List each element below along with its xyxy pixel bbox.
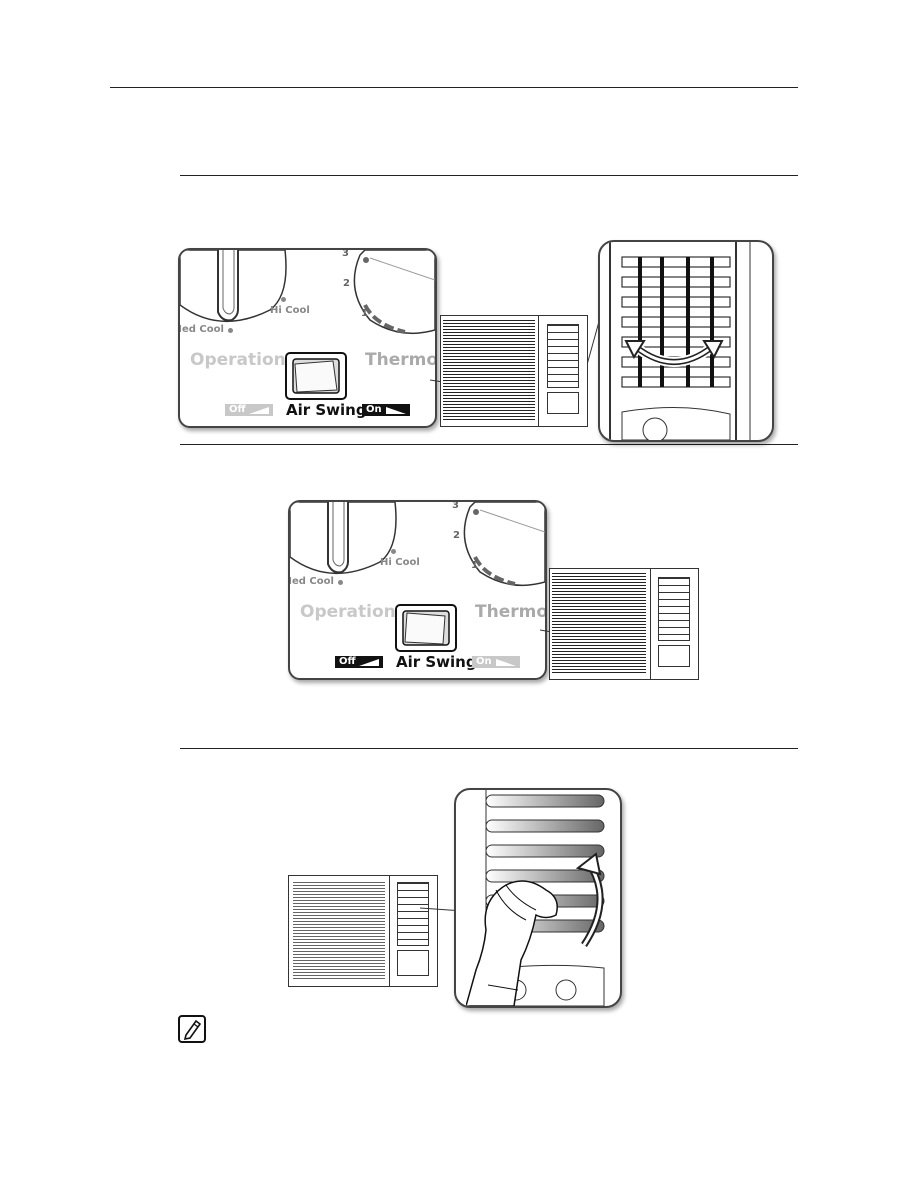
louver-column: [397, 882, 429, 946]
off-badge: Off: [335, 656, 383, 668]
section-2-rule: [180, 444, 798, 445]
dial-mark-2: 2: [453, 530, 460, 541]
dial-mark-2: 2: [343, 278, 350, 289]
air-conditioner-unit: [440, 315, 588, 427]
section-3-rule: [180, 748, 798, 749]
section-1-rule: [180, 175, 798, 176]
air-swing-label: Air Swing: [286, 401, 367, 419]
ramp-icon: [249, 407, 269, 414]
mini-control-panel: [397, 950, 429, 976]
mini-control-panel: [547, 392, 579, 414]
hi-cool-label: Hi Cool: [270, 305, 310, 316]
med-cool-dot: [338, 580, 343, 585]
dial-mark-1: 1: [361, 308, 368, 319]
med-cool-label: Med Cool: [180, 324, 224, 335]
operation-label: Operation: [190, 350, 286, 370]
front-grille: [552, 573, 646, 675]
air-swing-label: Air Swing: [396, 653, 477, 671]
med-cool-label: Med Cool: [290, 576, 334, 587]
grille-divider: [538, 316, 539, 426]
on-badge-label: On: [476, 656, 492, 667]
ramp-icon: [359, 659, 379, 666]
thermostat-label: Thermos: [475, 602, 547, 622]
ramp-icon: [386, 407, 406, 414]
hi-cool-dot: [281, 297, 286, 302]
hi-cool-dot: [391, 549, 396, 554]
swing-arrow-icon: [624, 340, 724, 367]
off-badge-label: Off: [229, 404, 246, 415]
operation-knob-icon: [180, 250, 287, 323]
header-rule: [110, 87, 798, 88]
louver-column: [547, 324, 579, 388]
grille-divider: [389, 876, 390, 986]
on-badge: On: [472, 656, 520, 668]
operation-label: Operation: [300, 602, 396, 622]
louver-column: [658, 577, 690, 641]
control-panel-closeup-off: 3 2 1 Hi Cool Med Cool Operation Thermos…: [288, 500, 547, 680]
swing-arrow-icon: [575, 852, 604, 947]
air-conditioner-unit: [549, 568, 699, 680]
on-badge: On: [362, 404, 410, 416]
front-grille: [293, 882, 385, 980]
thermostat-dial-icon: [353, 250, 435, 335]
note-pencil-icon: [178, 1015, 206, 1043]
on-badge-label: On: [366, 404, 382, 415]
operation-knob-icon: [290, 502, 397, 575]
front-grille: [443, 320, 535, 422]
med-cool-dot: [228, 328, 233, 333]
grille-divider: [650, 569, 651, 679]
thermostat-dial-icon: [463, 502, 545, 587]
hand-icon: [466, 880, 558, 1006]
off-badge: Off: [225, 404, 273, 416]
hi-cool-label: Hi Cool: [380, 557, 420, 568]
dial-mark-3: 3: [452, 500, 459, 511]
ramp-icon: [496, 659, 516, 666]
mini-control-panel: [658, 645, 690, 667]
control-panel-closeup-on: 3 2 1 Hi Cool Med Cool Operation Thermos…: [178, 248, 437, 428]
air-conditioner-unit: [288, 875, 438, 987]
dial-mark-3: 3: [342, 248, 349, 259]
air-swing-rocker-switch-icon[interactable]: [285, 352, 347, 400]
off-badge-label: Off: [339, 656, 356, 667]
thermostat-label: Thermos: [365, 350, 437, 370]
manual-louver-closeup-panel: [454, 788, 622, 1008]
dial-mark-1: 1: [471, 560, 478, 571]
louver-closeup-panel: [598, 240, 774, 442]
air-swing-rocker-switch-icon[interactable]: [395, 604, 457, 652]
